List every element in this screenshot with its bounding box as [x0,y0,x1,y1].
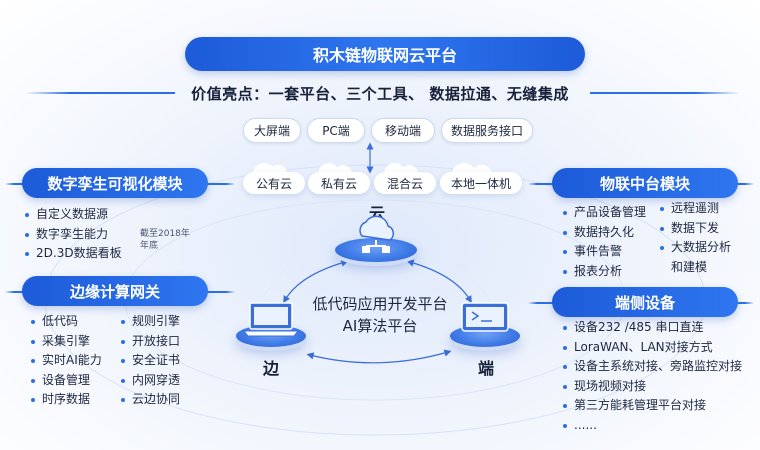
device-node-label: 端 [477,359,494,378]
endpoint-tag: 数据服务接口 [441,118,533,143]
device-side-module-title: 端侧设备 [552,287,738,317]
edge-gateway-module-title: 边缘计算网关 [22,276,208,306]
endpoint-tag: 移动端 [371,118,435,143]
arrow-cloud-device [406,259,472,304]
value-highlights: 价值亮点：一套平台、三个工具、 数据拉通、无缝集成 [191,85,569,103]
list-item: 大数据分析 [657,238,752,258]
edge-node-label: 边 [262,359,279,378]
list-item: 自定义数据源 [22,205,202,225]
list-item: 第三方能耗管理平台对接 [560,396,755,416]
cloud-network-icon [359,215,394,253]
module-rule [205,291,235,293]
monitor-icon [461,302,509,332]
list-item: 事件告警 [560,242,660,262]
arrow-edge-device [306,349,452,364]
cloud-badge: 公有云 [243,163,305,195]
value-line-rule-left [25,92,175,94]
module-rule [724,183,754,185]
list-item: 产品设备管理 [560,203,660,223]
center-line: 低代码应用开发平台 [312,295,448,313]
list-item: LoraWAN、LAN对接方式 [560,338,755,358]
list-item: 时序数据 [28,390,118,410]
cloud-label: 公有云 [243,172,305,194]
endpoint-tag: PC端 [307,118,365,143]
list-item: ...... [560,416,755,436]
laptop-icon [242,302,300,337]
list-item: 云边协同 [118,390,208,410]
note-line: 年底 [140,241,159,251]
platform-title: 积木链物联网云平台 [185,37,585,71]
list-item: 内网穿透 [118,371,208,391]
digital-twin-list: 自定义数据源 数字孪生能力 2D.3D数据看板 [22,205,202,264]
list-item: 低代码 [28,312,118,332]
cloud-badge: 混合云 [374,163,436,195]
iot-platform-module-title: 物联中台模块 [552,168,738,198]
module-rule [5,291,35,293]
list-item: 现场视频对接 [560,377,755,397]
edge-gateway-list-1: 低代码 采集引擎 实时AI能力 设备管理 时序数据 [28,312,118,410]
list-item: 2D.3D数据看板 [22,244,202,264]
list-item: 远程遥测 [657,199,752,219]
module-rule [205,183,235,185]
list-item: 数据下发 [657,219,752,239]
list-item: 安全证书 [118,351,208,371]
module-rule [528,302,558,304]
list-item: 报表分析 [560,262,660,282]
list-item: 规则引擎 [118,312,208,332]
cloud-badge: 本地一体机 [440,163,522,195]
list-item: 开放接口 [118,332,208,352]
cloud-badge: 私有云 [308,163,370,195]
module-rule [724,302,754,304]
iot-platform-list-2: 远程遥测 数据下发 大数据分析 和建模 [657,199,752,277]
cloud-label: 混合云 [374,172,436,194]
list-item: 设备232 /485 串口直连 [560,318,755,338]
module-rule [528,183,558,185]
list-item: 设备主系统对接、旁路监控对接 [560,357,755,377]
list-item: 设备管理 [28,371,118,391]
list-item: 采集引擎 [28,332,118,352]
note-line: 截至2018年 [140,229,190,239]
arrow-cloud-edge [283,259,349,304]
list-item: 数据持久化 [560,223,660,243]
iot-platform-list-1: 产品设备管理 数据持久化 事件告警 报表分析 [560,203,660,281]
list-item: 数字孪生能力 [22,225,202,245]
edge-gateway-list-2: 规则引擎 开放接口 安全证书 内网穿透 云边协同 [118,312,208,410]
module-rule [5,183,35,185]
cloud-label: 私有云 [308,172,370,194]
list-item: 和建模 [671,259,708,274]
cloud-label: 本地一体机 [440,172,522,194]
digital-twin-module-title: 数字孪生可视化模块 [22,168,208,198]
device-side-list: 设备232 /485 串口直连 LoraWAN、LAN对接方式 设备主系统对接、… [560,318,755,435]
endpoint-tag: 大屏端 [243,118,301,143]
center-platform-text: 低代码应用开发平台 AI算法平台 [290,293,470,337]
digital-twin-note: 截至2018年 年底 [140,228,210,252]
list-item: 实时AI能力 [28,351,118,371]
value-line-rule-right [590,92,740,94]
center-line: AI算法平台 [342,317,418,335]
